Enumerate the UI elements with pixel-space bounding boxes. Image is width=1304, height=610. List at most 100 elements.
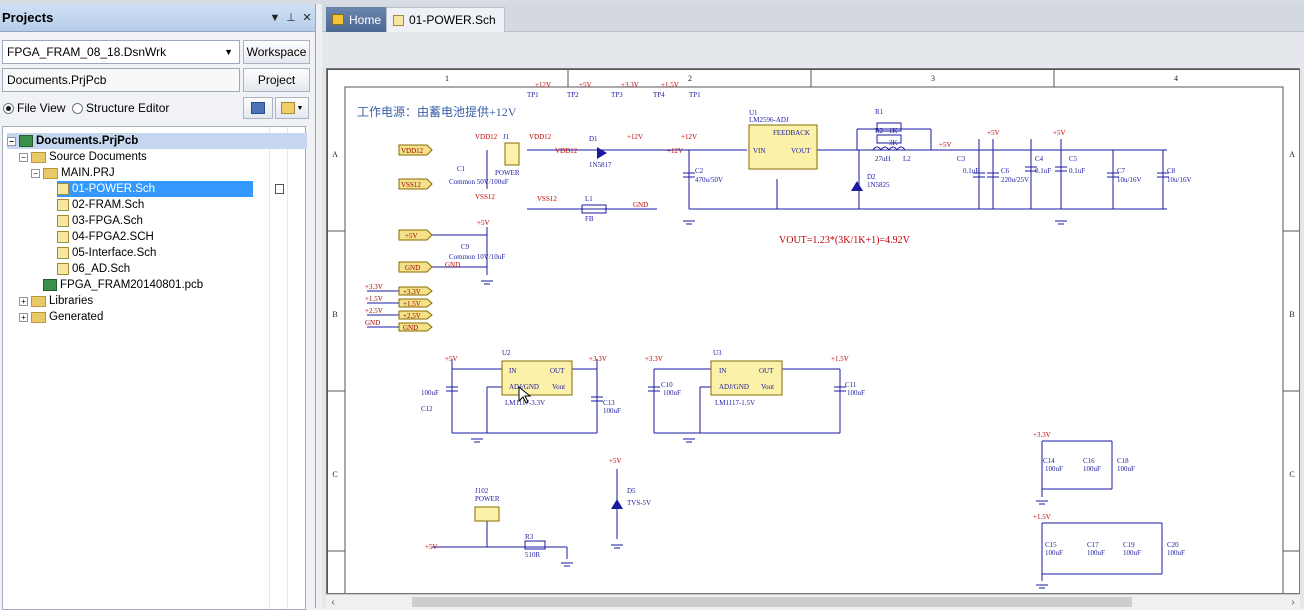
tree-item-source-documents[interactable]: − Source Documents: [19, 149, 147, 165]
pcb-doc-icon: [43, 279, 57, 291]
structure-editor-radio[interactable]: Structure Editor: [72, 101, 169, 115]
schematic-canvas[interactable]: 1 2 3 4 A B C A B C 工作电源：由蓄电池提供+12V VOUT…: [326, 68, 1300, 594]
c18-value: 100uF: [1117, 465, 1135, 473]
file-view-radio[interactable]: File View: [3, 101, 65, 115]
r1-ref: R1: [875, 108, 884, 116]
tab-home-label: Home: [349, 12, 382, 27]
zone-row-a-right: A: [1289, 150, 1295, 159]
tree-item-label: FPGA_FRAM20140801.pcb: [60, 279, 204, 291]
structure-editor-label: Structure Editor: [86, 101, 170, 115]
workspace-button[interactable]: Workspace: [243, 40, 310, 64]
modified-document-icon: [275, 184, 284, 194]
tree-item-libraries[interactable]: + Libraries: [19, 293, 93, 309]
r3-value: 3K: [889, 139, 898, 147]
u3-ref: U3: [713, 349, 722, 357]
tree-item-file-selected[interactable]: 01-POWER.Sch: [57, 181, 253, 197]
components: [474, 122, 906, 550]
c15-ref: C15: [1045, 541, 1057, 549]
j1-name: POWER: [495, 169, 520, 177]
port-1v5: +1.5V: [403, 300, 421, 308]
c6-ref: C6: [1001, 167, 1010, 175]
radio-empty-icon: [72, 102, 83, 114]
c1-ref: C1: [457, 165, 466, 173]
net-tp1: +12V: [535, 81, 551, 89]
tree-item-project[interactable]: − Documents.PrjPcb: [7, 133, 307, 149]
net-vdd12-label-2: VDD12: [555, 147, 578, 155]
net-gnd-l1: GND: [633, 201, 648, 209]
u3-type: LM1117-1.5V: [715, 399, 755, 407]
collapse-icon[interactable]: −: [31, 168, 40, 178]
expand-icon[interactable]: +: [19, 312, 28, 322]
tab-home[interactable]: Home: [326, 7, 390, 32]
tree-item-file[interactable]: 02-FRAM.Sch: [57, 197, 144, 213]
tree-item-pcb[interactable]: FPGA_FRAM20140801.pcb: [43, 277, 203, 293]
wires: [367, 128, 1167, 581]
workspace-select-value: FPGA_FRAM_08_18.DsnWrk: [7, 45, 167, 59]
zone-dividers: [327, 69, 1299, 552]
scroll-right-icon[interactable]: ›: [1291, 596, 1295, 608]
workspace-select[interactable]: FPGA_FRAM_08_18.DsnWrk ▼: [2, 40, 240, 64]
c4-value: 0.1uF: [1035, 167, 1051, 175]
zone-col-3: 3: [931, 74, 935, 83]
net-1v5-u3: +1.5V: [831, 355, 849, 363]
project-field[interactable]: Documents.PrjPcb: [2, 68, 240, 92]
panel-menu-icon[interactable]: ▼: [269, 11, 281, 24]
u2-pin-in: IN: [509, 367, 516, 375]
r2-ref: R2: [875, 127, 884, 135]
tab-01-power[interactable]: 01-POWER.Sch: [386, 7, 505, 32]
pin-icon[interactable]: ⊥: [286, 12, 296, 24]
collapse-icon[interactable]: −: [19, 152, 28, 162]
scroll-left-icon[interactable]: ‹: [331, 596, 335, 608]
l2-ref: L2: [903, 155, 911, 163]
tree-item-generated[interactable]: + Generated: [19, 309, 103, 325]
tree-item-label: 02-FRAM.Sch: [72, 199, 145, 211]
c17-ref: C17: [1087, 541, 1099, 549]
tree-item-file[interactable]: 06_AD.Sch: [57, 261, 130, 277]
collapse-icon[interactable]: −: [7, 136, 16, 146]
r3b-ref: R3: [525, 533, 534, 541]
close-icon[interactable]: ✕: [302, 12, 312, 24]
net-label-1v5: +1.5V: [365, 295, 383, 303]
compile-icon: [251, 102, 265, 114]
c19-value: 100uF: [1123, 549, 1141, 557]
tree-item-label: 06_AD.Sch: [72, 263, 131, 275]
tree-item-label: 03-FPGA.Sch: [72, 215, 143, 227]
folder-icon: [31, 311, 46, 323]
schematic-heading: 工作电源：由蓄电池提供+12V: [357, 104, 517, 119]
u3-pin-in: IN: [719, 367, 726, 375]
tree-item-file[interactable]: 05-Interface.Sch: [57, 245, 156, 261]
net-5v-j102: +5V: [425, 543, 438, 551]
net-3v3-u2: +3.3V: [589, 355, 607, 363]
c3-value: 0.1uF: [963, 167, 979, 175]
c12-value: 100uF: [421, 389, 439, 397]
l1-type: FB: [585, 215, 594, 223]
folder-icon: [31, 295, 46, 307]
file-view-label: File View: [17, 101, 66, 115]
u1-pin-vout: VOUT: [791, 147, 811, 155]
c13-ref: C13: [603, 399, 615, 407]
tp5-ref: TP1: [689, 91, 701, 99]
port-5v: +5V: [405, 232, 418, 240]
project-button[interactable]: Project: [243, 68, 310, 92]
c13-value: 100uF: [603, 407, 621, 415]
expand-icon[interactable]: +: [19, 296, 28, 306]
horizontal-scrollbar[interactable]: ‹ ›: [326, 594, 1300, 608]
sheet-inner-border: [344, 86, 1284, 593]
net-vdd12-label-3: VDD12: [475, 133, 498, 141]
tree-item-main-prj[interactable]: − MAIN.PRJ: [31, 165, 115, 181]
chevron-down-icon: ▼: [224, 47, 233, 57]
c16-value: 100uF: [1083, 465, 1101, 473]
d1-ref: D1: [589, 135, 598, 143]
project-tree[interactable]: − Documents.PrjPcb − Source Documents − …: [2, 126, 307, 610]
net-3v3-bank: +3.3V: [1033, 431, 1051, 439]
net-vss12-label-2: VSS12: [537, 195, 557, 203]
scrollbar-thumb[interactable]: [412, 597, 1132, 607]
tree-item-file[interactable]: 03-FPGA.Sch: [57, 213, 143, 229]
zone-row-b-right: B: [1289, 310, 1294, 319]
options-dropdown-button[interactable]: ▼: [275, 97, 309, 119]
pcb-project-icon: [19, 135, 33, 147]
d1-type: 1N5817: [589, 161, 612, 169]
compile-button[interactable]: [243, 97, 273, 119]
net-3v3-u3: +3.3V: [645, 355, 663, 363]
tree-item-file[interactable]: 04-FPGA2.SCH: [57, 229, 154, 245]
